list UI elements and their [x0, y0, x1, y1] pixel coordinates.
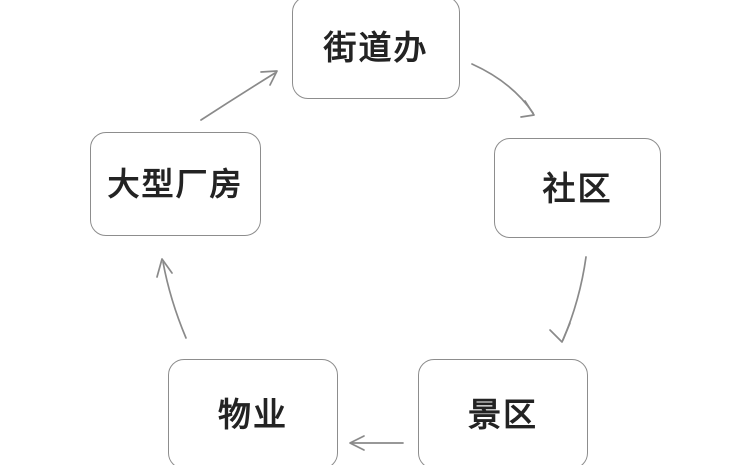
node-property[interactable]: 物业 — [168, 359, 338, 465]
node-property-label: 物业 — [218, 394, 288, 434]
edge-community-to-scenic-area-arrow — [549, 256, 587, 343]
node-factory-label: 大型厂房 — [107, 165, 244, 203]
node-street-office-label: 街道办 — [323, 28, 429, 67]
node-street-office[interactable]: 街道办 — [292, 0, 460, 99]
edge-scenic-area-to-property-arrow — [349, 435, 404, 451]
node-scenic-area[interactable]: 景区 — [418, 359, 588, 465]
edge-street-office-to-community-arrow — [471, 63, 535, 118]
edge-property-to-factory-arrow — [156, 258, 187, 339]
node-community-label: 社区 — [542, 168, 613, 208]
node-scenic-area-label: 景区 — [468, 394, 538, 434]
node-factory[interactable]: 大型厂房 — [90, 132, 261, 236]
node-community[interactable]: 社区 — [494, 138, 661, 238]
edge-factory-to-street-office-arrow — [200, 70, 278, 121]
